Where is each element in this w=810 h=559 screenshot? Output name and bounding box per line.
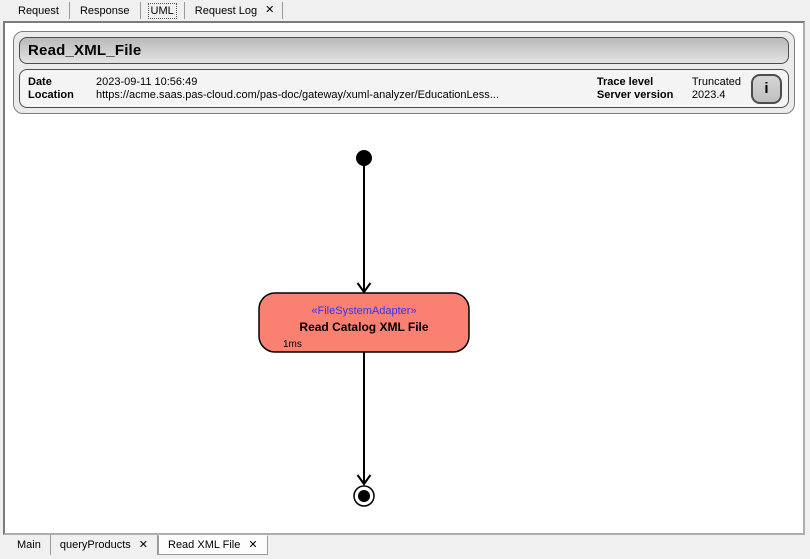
tab-request-label: Request (18, 4, 59, 17)
uml-final-node-inner (358, 490, 370, 502)
tab-response[interactable]: Response (70, 2, 141, 19)
page-title: Read_XML_File (19, 37, 789, 64)
location-value: https://acme.saas.pas-cloud.com/pas-doc/… (96, 89, 499, 101)
location-label: Location (28, 89, 74, 101)
tab-response-label: Response (79, 4, 130, 17)
uml-view-panel: Read_XML_File Date 2023-09-11 10:56:49 L… (3, 21, 805, 535)
tab-read-xml-file[interactable]: Read XML File ✕ (158, 535, 268, 555)
tab-queryproducts-label: queryProducts (59, 539, 131, 551)
date-label: Date (28, 76, 52, 88)
server-version-value: 2023.4 (691, 89, 726, 101)
info-button[interactable]: i (751, 73, 782, 104)
server-version-label: Server version (596, 89, 674, 101)
tab-request-log[interactable]: Request Log ✕ (185, 2, 284, 19)
uml-initial-node[interactable] (356, 150, 372, 166)
arrowhead-down-icon (356, 282, 372, 294)
uml-activity-diagram: «FileSystemAdapter» Read Catalog XML Fil… (258, 150, 470, 507)
close-icon[interactable]: ✕ (265, 4, 275, 16)
tab-request-log-label: Request Log (194, 4, 258, 17)
uml-node-title: Read Catalog XML File (299, 320, 428, 334)
close-icon[interactable]: ✕ (248, 538, 258, 551)
arrowhead-down-icon (356, 474, 372, 486)
trace-level-label: Trace level (596, 76, 654, 88)
uml-node-stereotype: «FileSystemAdapter» (311, 305, 416, 317)
tab-main-label: Main (17, 539, 41, 551)
info-icon: i (764, 80, 769, 97)
metadata-right: Trace level Truncated Server version 202… (597, 76, 741, 101)
tab-uml-label: UML (147, 2, 177, 19)
tab-queryproducts[interactable]: queryProducts ✕ (51, 535, 158, 555)
trace-level-value: Truncated (691, 76, 741, 88)
metadata-left: Date 2023-09-11 10:56:49 Location https:… (28, 76, 597, 101)
metadata-bar: Date 2023-09-11 10:56:49 Location https:… (19, 69, 789, 108)
date-value: 2023-09-11 10:56:49 (96, 76, 198, 88)
top-tab-bar: Request Response UML Request Log ✕ (0, 0, 810, 21)
uml-node-duration: 1ms (283, 339, 302, 350)
tab-uml[interactable]: UML (141, 2, 185, 19)
bottom-tab-bar: Main queryProducts ✕ Read XML File ✕ (0, 535, 810, 559)
service-header-panel: Read_XML_File Date 2023-09-11 10:56:49 L… (13, 31, 795, 114)
uml-diagram-canvas: «FileSystemAdapter» Read Catalog XML Fil… (5, 114, 803, 533)
tab-main[interactable]: Main (8, 535, 51, 555)
tab-read-xml-file-label: Read XML File (168, 539, 241, 551)
close-icon[interactable]: ✕ (138, 538, 148, 551)
tab-request[interactable]: Request (8, 2, 70, 19)
